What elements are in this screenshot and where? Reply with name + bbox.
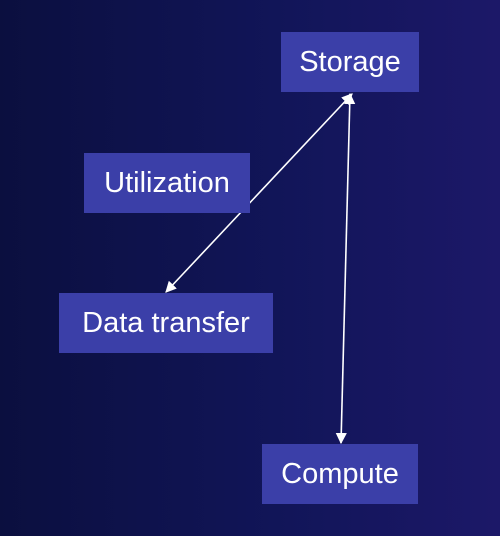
utilization-node: Utilization [84,153,250,213]
data-transfer-node: Data transfer [59,293,273,353]
compute-label: Compute [281,457,399,490]
storage-label: Storage [299,45,401,78]
utilization-label: Utilization [104,166,230,199]
compute-node: Compute [262,444,418,504]
data-transfer-label: Data transfer [82,306,250,339]
edge-storage-compute [335,92,356,445]
storage-node: Storage [281,32,419,92]
edge-storage-data-transfer [165,93,353,293]
